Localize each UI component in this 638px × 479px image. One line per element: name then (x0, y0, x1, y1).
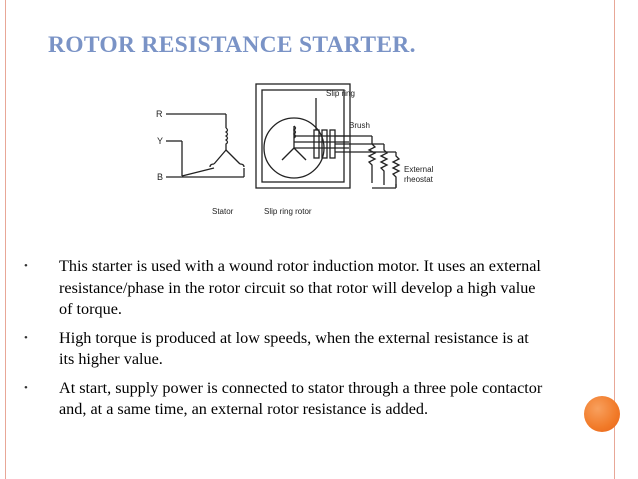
bullet-text: This starter is used with a wound rotor … (59, 257, 541, 318)
bullet-marker: • (24, 331, 28, 344)
rheostat-label: rheostat (404, 175, 434, 184)
stator-label: Stator (212, 207, 234, 216)
bullet-marker: • (24, 260, 28, 272)
external-label: External (404, 165, 434, 174)
bullet-item-3: • At start, supply power is connected to… (24, 378, 544, 421)
slide-title: ROTOR RESISTANCE STARTER. (48, 32, 416, 58)
rotor-resistance-starter-diagram: R Y B Stator Slip ring rotor (144, 76, 444, 222)
decorative-orange-circle (584, 396, 620, 432)
bullet-text: At start, supply power is connected to s… (59, 378, 543, 419)
supply-label-y: Y (157, 136, 163, 146)
supply-label-r: R (156, 109, 163, 119)
bullet-item-1: • This starter is used with a wound roto… (24, 256, 544, 321)
supply-label-b: B (157, 172, 163, 182)
brush-label: Brush (349, 121, 370, 130)
left-frame-line (5, 0, 6, 479)
bullet-marker: • (24, 381, 28, 394)
right-frame-line (614, 0, 615, 479)
bullet-item-2: • High torque is produced at low speeds,… (24, 328, 544, 371)
bullet-text: High torque is produced at low speeds, w… (59, 328, 529, 369)
slip-ring-label: Slip ring (326, 89, 355, 98)
slip-ring-rotor-label: Slip ring rotor (264, 207, 312, 216)
bullet-list: • This starter is used with a wound roto… (24, 256, 544, 428)
